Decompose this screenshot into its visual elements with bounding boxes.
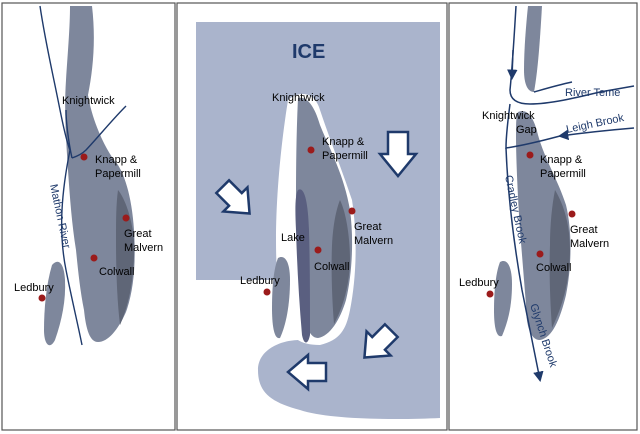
leigh-brook-line [557, 127, 635, 141]
great-malvern-dot [122, 214, 130, 222]
knapp-label-line2: Papermill [95, 168, 141, 180]
ice-label: ICE [292, 41, 325, 63]
right-tributary-line [533, 81, 573, 93]
cradley-glynch-line [505, 147, 544, 383]
middle-great-malvern-label-line1: Great [354, 221, 382, 233]
knightwick-label: Knightwick [62, 95, 115, 107]
right-panel: River Teme Leigh Brook Knightwick Gap Kn… [448, 2, 638, 431]
middle-knapp-label-line1: Knapp & [322, 136, 365, 148]
ledbury-hills-shape [44, 261, 66, 346]
ice-flow-arrow-top-right [377, 130, 419, 178]
right-knapp-dot [526, 151, 534, 159]
right-ledbury-dot [486, 290, 494, 298]
right-ridge-shadow [549, 190, 570, 328]
right-great-malvern-label-line2: Malvern [570, 238, 609, 250]
middle-panel: ICE Knightwick Knapp & Papermill Great M… [176, 2, 448, 431]
river-teme-label: River Teme [565, 87, 620, 99]
right-upper-ridge [524, 6, 542, 92]
left-panel: Knightwick Knapp & Papermill Great Malve… [1, 2, 176, 431]
middle-knightwick-label: Knightwick [272, 92, 325, 104]
middle-ledbury-hills [272, 256, 290, 339]
right-great-malvern-dot [568, 210, 576, 218]
middle-great-malvern-label-line2: Malvern [354, 235, 393, 247]
malvern-ridge-shadow [116, 190, 135, 325]
ledbury-dot [38, 294, 46, 302]
middle-ledbury-label: Ledbury [240, 275, 280, 287]
great-malvern-label-line2: Malvern [124, 242, 163, 254]
teme-tributary-line [71, 105, 127, 159]
right-ledbury-label: Ledbury [459, 277, 499, 289]
middle-great-malvern-dot [348, 207, 356, 215]
right-knapp-label-line2: Papermill [540, 168, 586, 180]
mathon-river-line [39, 5, 83, 346]
knapp-label-line1: Knapp & [95, 154, 138, 166]
middle-knapp-label-line2: Papermill [322, 150, 368, 162]
middle-ridge-shadow [331, 200, 350, 324]
right-knapp-label-line1: Knapp & [540, 154, 583, 166]
great-malvern-label-line1: Great [124, 228, 152, 240]
knapp-dot [80, 153, 88, 161]
lake-shape [295, 189, 310, 343]
right-great-malvern-label-line1: Great [570, 224, 598, 236]
knightwick-gap-label-line1: Knightwick [482, 110, 535, 122]
ice-flow-arrow-left [214, 178, 251, 215]
right-colwall-label: Colwall [536, 262, 571, 274]
ledbury-label: Ledbury [14, 282, 54, 294]
middle-colwall-dot [314, 246, 322, 254]
right-colwall-dot [536, 250, 544, 258]
left-small-stream [65, 109, 73, 159]
ice-flow-arrow-bottom-left [286, 352, 328, 392]
knightwick-gap-label-line2: Gap [516, 124, 537, 136]
middle-colwall-label: Colwall [314, 261, 349, 273]
colwall-dot [90, 254, 98, 262]
teme-upper-arrow-line [507, 49, 518, 81]
colwall-label: Colwall [99, 266, 134, 278]
right-ledbury-hills [494, 260, 512, 337]
lake-label: Lake [281, 232, 305, 244]
middle-ledbury-dot [263, 288, 271, 296]
middle-knapp-dot [307, 146, 315, 154]
ice-flow-arrow-bottom-right [363, 322, 400, 359]
